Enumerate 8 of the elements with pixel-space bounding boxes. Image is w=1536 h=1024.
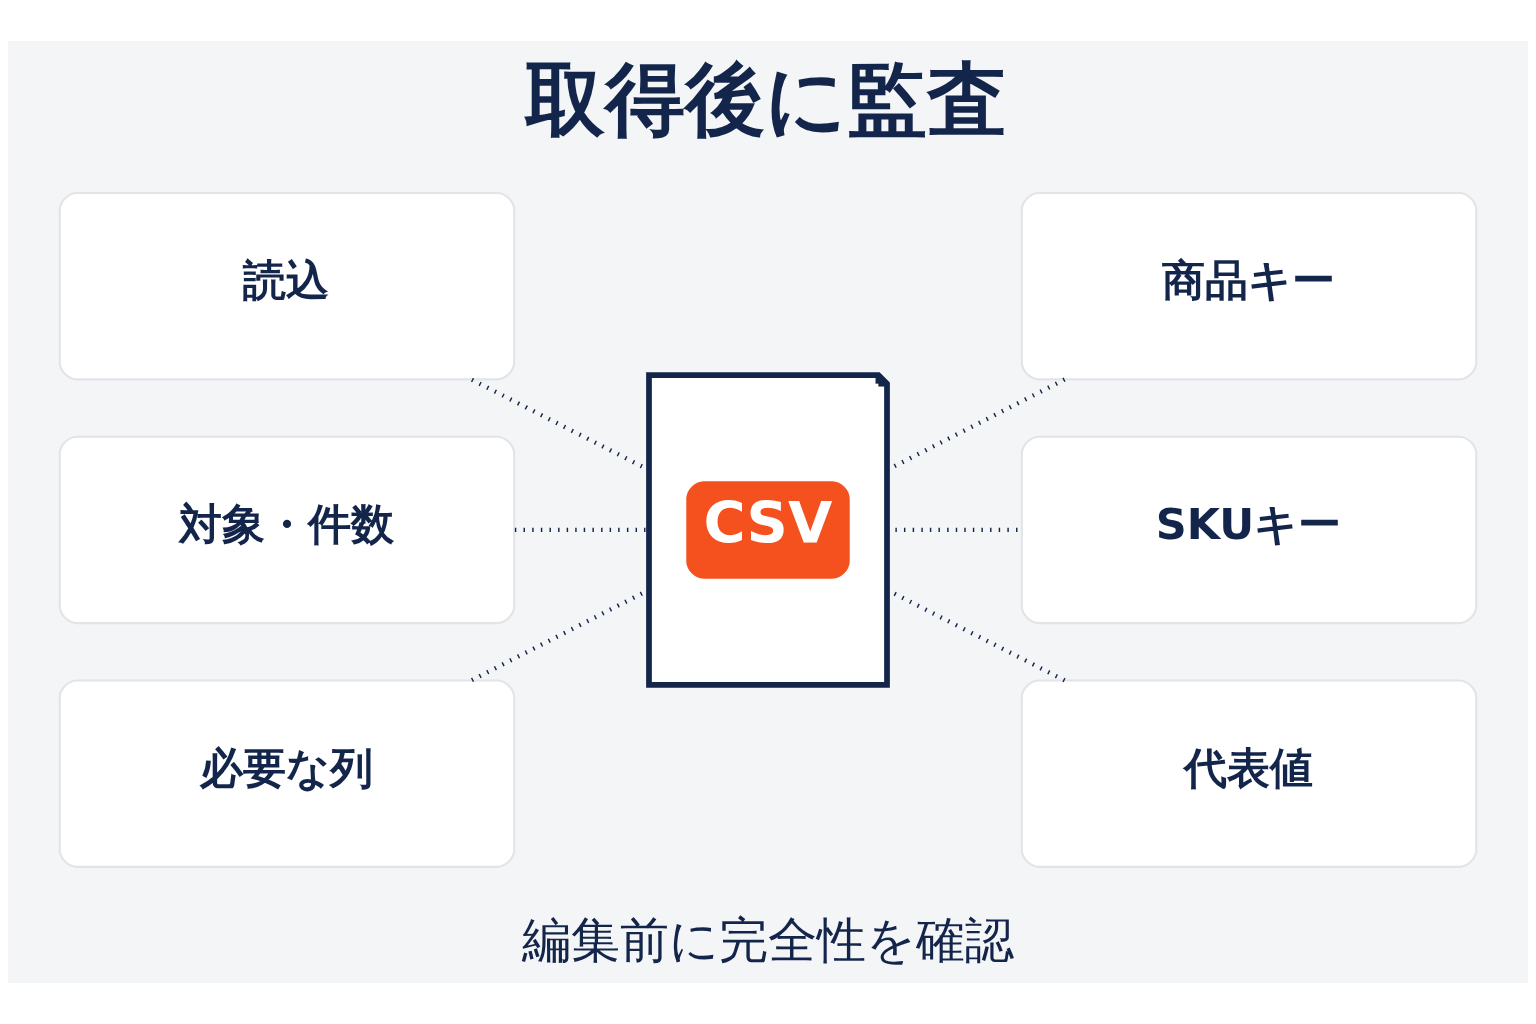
node-box: 必要な列 <box>58 679 516 868</box>
caption: 編集前に完全性を確認 <box>522 912 1014 969</box>
node-box: SKUキー <box>1020 435 1478 625</box>
node-box: 対象・件数 <box>58 435 516 625</box>
diagram-title: 取得後に監査 <box>524 51 1007 146</box>
node-box: 商品キー <box>1020 191 1478 381</box>
node-box: 読込 <box>58 191 516 381</box>
node-box: 代表値 <box>1020 679 1478 868</box>
